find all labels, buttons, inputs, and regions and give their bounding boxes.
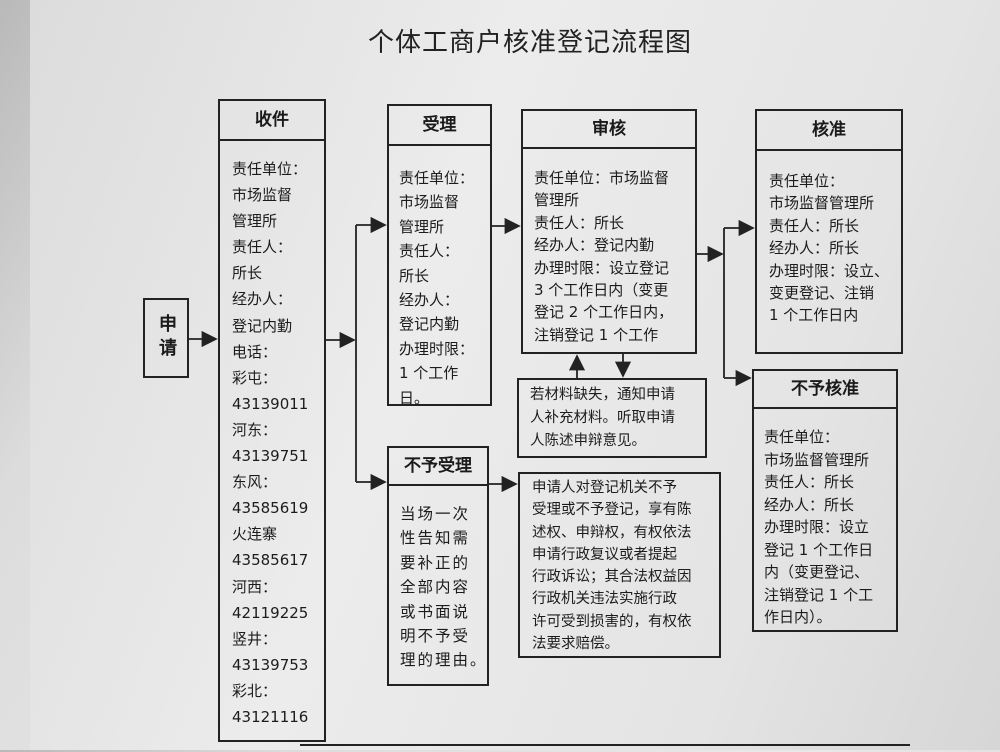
approve-body: 责任单位： 市场监督管理所 责任人：所长 经办人：所长 办理时限：设立、 变更登…	[769, 172, 890, 325]
rights-box	[518, 472, 721, 658]
missing-body: 若材料缺失，通知申请 人补充材料。听取申请 人陈述申辩意见。	[530, 387, 675, 449]
not-approve-body: 责任单位： 市场监督管理所 责任人：所长 经办人：所长 办理时限：设立 登记 1…	[764, 428, 874, 626]
receive-body: 责任单位： 市场监督 管理所 责任人： 所长 经办人： 登记内勤 电话： 彩屯：…	[232, 160, 309, 726]
approve-box	[755, 149, 903, 354]
rights-body: 申请人对登记机关不予 受理或不予登记，享有陈 述权、申辩权，有权依法 申请行政复…	[532, 480, 692, 653]
paper-background	[30, 0, 1000, 750]
bottom-edge-line	[300, 744, 910, 752]
page-title: 个体工商户核准登记流程图	[367, 28, 692, 58]
not-accept-box	[387, 484, 489, 686]
review-body: 责任单位：市场监督 管理所 责任人：所长 经办人：登记内勤 办理时限：设立登记 …	[534, 169, 674, 344]
apply-box: 申请	[143, 298, 189, 378]
accept-body: 责任单位： 市场监督 管理所 责任人： 所长 经办人： 登记内勤 办理时限： 1…	[399, 169, 475, 407]
review-box	[521, 147, 697, 354]
missing-box	[517, 378, 707, 458]
receive-box	[218, 139, 326, 742]
accept-box	[387, 144, 492, 406]
not-approve-box	[752, 407, 898, 632]
not-accept-body: 当场一次 性告知需 要补正的 全部内容 或书面说 明不予受 理的理由。	[400, 505, 488, 670]
